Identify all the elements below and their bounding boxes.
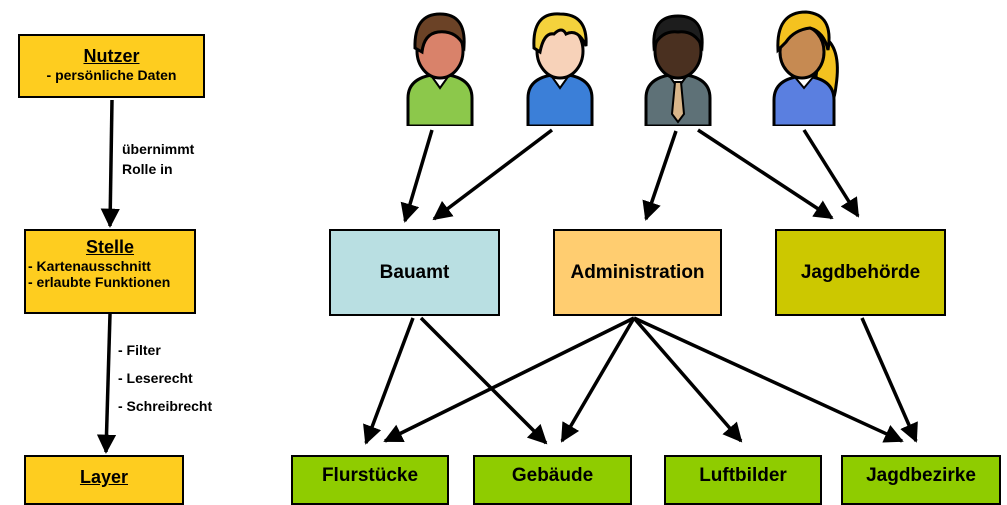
legend-stelle-box: Stelle - Kartenausschnitt - erlaubte Fun… bbox=[24, 229, 196, 314]
legend-nutzer-title: Nutzer bbox=[83, 46, 140, 66]
edge-user3-jagdbehoerde bbox=[697, 128, 834, 220]
edge-stelle-layer bbox=[96, 313, 117, 454]
legend-stelle-title: Stelle bbox=[85, 237, 135, 257]
edge-label-line: - Leserecht bbox=[118, 370, 193, 386]
layer-label: Gebäude bbox=[511, 465, 594, 486]
layer-luftbilder: Luftbilder bbox=[664, 455, 822, 505]
user-brown-hair-green-shirt-icon bbox=[406, 12, 474, 126]
stelle-administration: Administration bbox=[553, 229, 722, 316]
stelle-label: Bauamt bbox=[379, 261, 450, 283]
edge-label-stelle-layer: - Filter - Leserecht - Schreibrecht bbox=[118, 336, 212, 420]
legend-nutzer-line: - persönliche Daten bbox=[46, 67, 177, 83]
edge-jagdbehoerde-jagdbezirke bbox=[860, 317, 918, 443]
edge-label-line: Rolle in bbox=[122, 161, 173, 177]
edge-label-line: - Schreibrecht bbox=[118, 398, 213, 414]
stelle-bauamt: Bauamt bbox=[329, 229, 500, 316]
legend-layer-title: Layer bbox=[79, 467, 129, 487]
edge-user1-bauamt bbox=[400, 129, 434, 223]
layer-flurstuecke: Flurstücke bbox=[291, 455, 449, 505]
edge-administration-gebaeude bbox=[560, 317, 636, 443]
user-blond-hair-blue-shirt-icon bbox=[526, 12, 594, 126]
edge-bauamt-gebaeude bbox=[419, 316, 548, 445]
edge-label-line: übernimmt bbox=[122, 141, 195, 157]
edge-label-line: - Filter bbox=[118, 342, 161, 358]
edge-administration-flurstuecke bbox=[383, 316, 635, 443]
legend-stelle-line: - Kartenausschnitt bbox=[28, 258, 151, 274]
layer-label: Flurstücke bbox=[321, 465, 419, 486]
stelle-label: Jagdbehörde bbox=[800, 261, 921, 283]
edge-administration-jagdbezirke bbox=[633, 316, 904, 443]
legend-layer-box: Layer bbox=[24, 455, 184, 505]
edge-nutzer-stelle bbox=[100, 99, 120, 228]
layer-label: Luftbilder bbox=[699, 465, 787, 486]
edge-administration-luftbilder bbox=[632, 316, 743, 443]
edge-user2-bauamt bbox=[432, 128, 554, 221]
edge-user4-jagdbehoerde bbox=[802, 129, 860, 218]
layer-jagdbezirke: Jagdbezirke bbox=[841, 455, 1001, 505]
edge-user3-administration bbox=[642, 130, 678, 221]
edge-label-nutzer-stelle: übernimmt Rolle in bbox=[122, 139, 194, 179]
legend-stelle-line: - erlaubte Funktionen bbox=[28, 274, 171, 290]
user-dark-skin-suit-icon bbox=[644, 14, 712, 126]
user-long-blond-hair-woman-icon bbox=[772, 10, 839, 126]
stelle-jagdbehoerde: Jagdbehörde bbox=[775, 229, 946, 316]
edge-bauamt-flurstuecke bbox=[363, 317, 415, 445]
layer-gebaeude: Gebäude bbox=[473, 455, 632, 505]
legend-nutzer-box: Nutzer - persönliche Daten bbox=[18, 34, 205, 98]
stelle-label: Administration bbox=[570, 261, 705, 283]
layer-label: Jagdbezirke bbox=[866, 465, 976, 486]
